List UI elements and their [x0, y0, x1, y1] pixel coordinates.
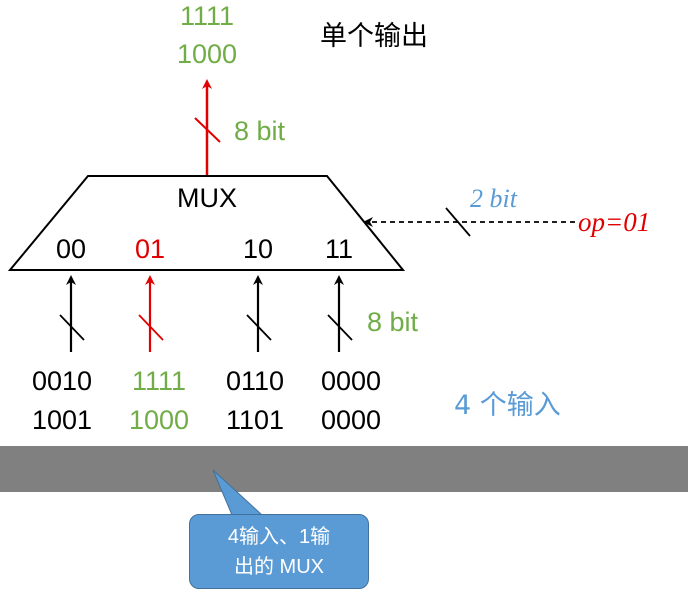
input-2-line2: 1101 [226, 405, 284, 435]
input-0-line2: 1001 [32, 405, 92, 435]
callout-line2: 出的 MUX [234, 556, 324, 578]
mux-port-00: 00 [56, 234, 86, 264]
input-bit-slash-0 [59, 314, 85, 341]
input-bit-label: 8 bit [367, 307, 419, 337]
input-bit-slash-3 [327, 314, 353, 341]
select-op-label: op=01 [578, 207, 650, 237]
output-bit-slash [194, 117, 221, 143]
select-bit-label: 2 bit [470, 184, 518, 213]
mux-body [7, 175, 406, 271]
input-0-line1: 0010 [32, 366, 92, 396]
mux-port-11: 11 [325, 234, 353, 264]
mux-label: MUX [177, 183, 237, 213]
callout-line1: 4输入、1输 [227, 526, 331, 548]
mux-port-01: 01 [135, 234, 165, 264]
gray-divider-bar [0, 446, 688, 492]
input-3-line2: 0000 [321, 405, 381, 435]
select-bit-slash [445, 207, 471, 237]
output-value-line1: 1111 [180, 1, 234, 31]
input-3-line1: 0000 [321, 366, 381, 396]
input-2-line1: 0110 [226, 366, 284, 396]
input-bit-slash-2 [246, 314, 272, 341]
input-1-line2: 1000 [129, 405, 189, 435]
input-1-line1: 1111 [132, 366, 186, 396]
callout-box: 4输入、1输 出的 MUX [189, 514, 369, 589]
output-value-line2: 1000 [177, 39, 237, 69]
mux-port-10: 10 [243, 234, 273, 264]
output-title: 单个输出 [320, 21, 428, 52]
inputs-label: 4 个输入 [454, 390, 561, 421]
input-bit-slash-1 [138, 314, 164, 341]
output-bit-label: 8 bit [234, 116, 286, 146]
